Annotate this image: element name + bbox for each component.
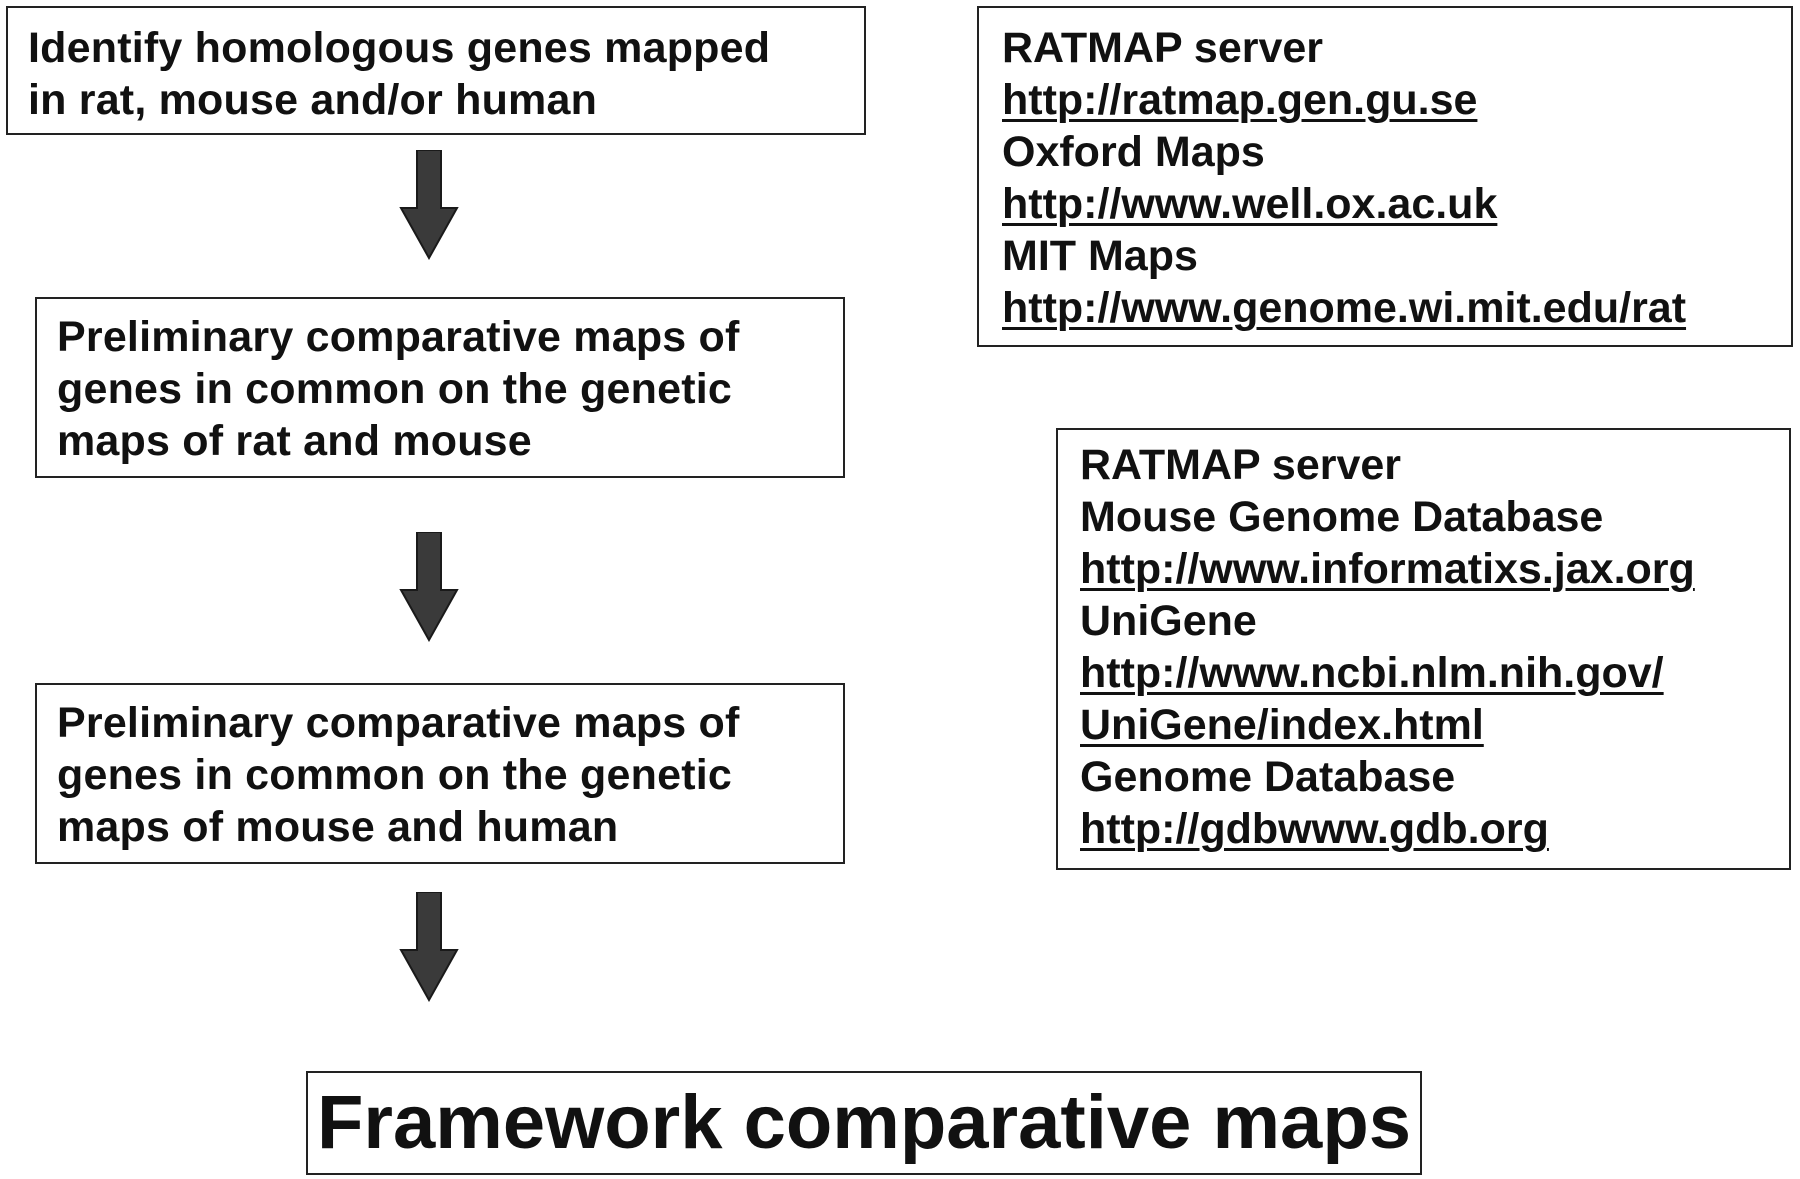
step-2-line-1: Preliminary comparative maps of [57,313,740,361]
step-1-box: Identify homologous genes mapped in rat,… [6,6,866,135]
resource-name: RATMAP server [1002,24,1324,72]
step-2-text: Preliminary comparative maps of genes in… [57,311,843,467]
resource-link[interactable]: http://www.informatixs.jax.org [1080,545,1695,593]
final-result-label: Framework comparative maps [316,1080,1412,1165]
resource-name: Genome Database [1080,753,1456,801]
down-arrow-icon [399,892,459,1002]
resource-box-2-text: RATMAP server Mouse Genome Database http… [1080,439,1789,855]
resource-link[interactable]: http://www.genome.wi.mit.edu/rat [1002,284,1687,332]
step-2-box: Preliminary comparative maps of genes in… [35,297,845,478]
resource-link[interactable]: http://ratmap.gen.gu.se [1002,76,1478,124]
step-3-box: Preliminary comparative maps of genes in… [35,683,845,864]
step-1-line-1: Identify homologous genes mapped [28,24,771,72]
resource-link[interactable]: http://www.well.ox.ac.uk [1002,180,1498,228]
step-3-text: Preliminary comparative maps of genes in… [57,697,843,853]
resource-link[interactable]: http://gdbwww.gdb.org [1080,805,1549,853]
step-2-line-3: maps of rat and mouse [57,417,532,465]
step-3-line-1: Preliminary comparative maps of [57,699,740,747]
resource-link[interactable]: http://www.ncbi.nlm.nih.gov/ [1080,649,1664,697]
step-1-text: Identify homologous genes mapped in rat,… [28,22,864,126]
down-arrow-icon [399,532,459,642]
resource-link[interactable]: UniGene/index.html [1080,701,1484,749]
resource-name: Oxford Maps [1002,128,1265,176]
resource-box-1: RATMAP server http://ratmap.gen.gu.se Ox… [977,6,1793,347]
resource-name: MIT Maps [1002,232,1198,280]
resource-box-1-text: RATMAP server http://ratmap.gen.gu.se Ox… [1002,22,1791,334]
final-result-box: Framework comparative maps [306,1071,1422,1175]
resource-box-2: RATMAP server Mouse Genome Database http… [1056,428,1791,870]
step-3-line-2: genes in common on the genetic [57,751,732,799]
step-1-line-2: in rat, mouse and/or human [28,76,598,124]
resource-name: UniGene [1080,597,1257,645]
down-arrow-icon [399,150,459,260]
resource-name: Mouse Genome Database [1080,493,1604,541]
step-2-line-2: genes in common on the genetic [57,365,732,413]
step-3-line-3: maps of mouse and human [57,803,619,851]
resource-name: RATMAP server [1080,441,1402,489]
